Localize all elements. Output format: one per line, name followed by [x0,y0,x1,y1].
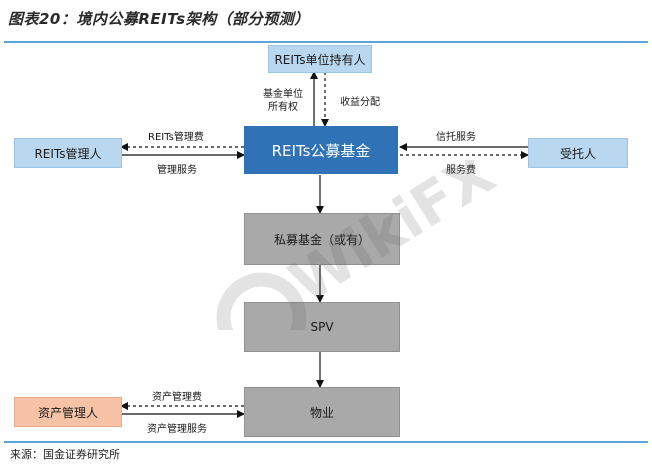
source-note: 来源：国金证券研究所 [10,448,120,461]
service-fee-label: 服务费 [446,165,476,176]
node-property: 物业 [244,387,400,437]
node-private-fund: 私募基金（或有） [244,213,400,265]
figure-title: 图表20：境内公募REITs架构（部分预测） [8,10,310,28]
trust-service-label: 信托服务 [436,132,476,143]
mgmt-service-label: 管理服务 [157,165,197,176]
ownership-label-line1: 基金单位 [263,89,303,100]
asset-fee-label: 资产管理费 [152,392,202,403]
node-reits-manager: REITs管理人 [14,138,122,168]
asset-service-label: 资产管理服务 [147,424,207,435]
node-spv: SPV [244,302,400,352]
reits-fee-label: REITs管理费 [148,132,204,143]
footer-rule [4,441,648,443]
node-fund: REITs公募基金 [244,126,398,174]
node-holders: REITs单位持有人 [268,45,372,73]
node-trustee: 受托人 [528,138,628,168]
ownership-label-line2: 所有权 [268,102,298,113]
node-asset-manager: 资产管理人 [14,397,122,427]
ownership-label: 基金单位 所有权 [258,88,308,114]
income-label: 收益分配 [340,97,380,108]
title-rule [4,41,648,43]
